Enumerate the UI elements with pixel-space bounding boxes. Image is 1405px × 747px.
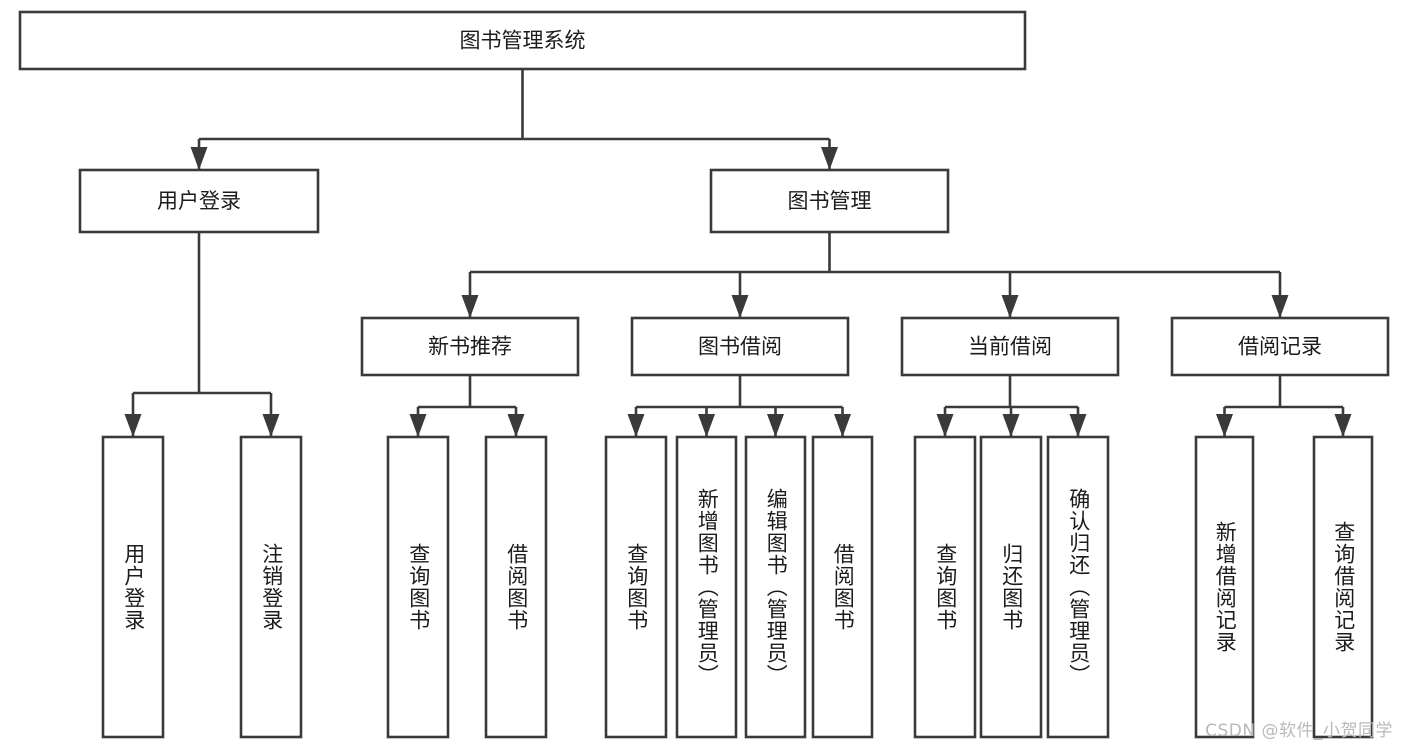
node-box-root[interactable] <box>18 10 1027 71</box>
arrow-head-icon <box>1216 414 1233 437</box>
arrow-head-icon <box>1069 414 1087 437</box>
node-box-layer <box>18 10 1390 739</box>
arrow-head-icon <box>124 414 142 437</box>
arrow-head-icon <box>698 414 715 437</box>
node-label-book-borrow: 图书借阅 <box>698 335 782 359</box>
node-box-leaf-query-borrow-record[interactable] <box>1312 435 1374 739</box>
node-box-leaf-borrow-book-rec[interactable] <box>484 435 548 739</box>
arrow-head-icon <box>834 414 851 437</box>
arrow-head-icon <box>821 147 838 170</box>
node-box-borrow-record[interactable] <box>1170 316 1390 377</box>
node-box-leaf-query-book-rec[interactable] <box>386 435 450 739</box>
arrow-head-icon <box>409 414 427 437</box>
arrow-head-icon <box>767 414 784 437</box>
node-box-leaf-query-book[interactable] <box>604 435 668 739</box>
watermark-text: CSDN @软件_小贺同学 <box>1205 721 1393 741</box>
arrow-head-icon <box>731 295 749 318</box>
node-label-current-borrow: 当前借阅 <box>968 335 1052 359</box>
node-box-user-login[interactable] <box>78 168 320 234</box>
node-label-borrow-record: 借阅记录 <box>1238 335 1322 359</box>
arrow-head-icon <box>190 147 208 170</box>
node-box-leaf-query-book-cur[interactable] <box>913 435 977 739</box>
node-box-leaf-user-logout[interactable] <box>239 435 303 739</box>
arrow-head-icon <box>1334 414 1352 437</box>
arrow-head-icon <box>1001 295 1019 318</box>
arrow-head-icon <box>627 414 645 437</box>
node-box-leaf-add-book-admin[interactable] <box>675 435 738 739</box>
node-box-current-borrow[interactable] <box>900 316 1120 377</box>
node-label-new-book-recommend: 新书推荐 <box>428 335 512 359</box>
node-box-leaf-add-borrow-record[interactable] <box>1194 435 1255 739</box>
arrow-head-icon <box>461 295 479 318</box>
node-box-new-book-recommend[interactable] <box>360 316 580 377</box>
node-box-book-manage[interactable] <box>709 168 950 234</box>
node-box-book-borrow[interactable] <box>630 316 850 377</box>
arrow-head-icon <box>936 414 954 437</box>
node-box-leaf-borrow-book[interactable] <box>811 435 874 739</box>
node-label-root: 图书管理系统 <box>460 29 586 53</box>
arrow-head-icon <box>1002 414 1020 437</box>
node-box-leaf-edit-book-admin[interactable] <box>744 435 807 739</box>
arrow-head-icon <box>1271 295 1289 318</box>
node-label-user-login: 用户登录 <box>157 189 241 213</box>
node-box-leaf-confirm-return-admin[interactable] <box>1046 435 1110 739</box>
arrow-head-icon <box>262 414 280 437</box>
node-label-book-manage: 图书管理 <box>788 189 872 213</box>
node-box-leaf-user-login[interactable] <box>101 435 165 739</box>
node-box-leaf-return-book[interactable] <box>979 435 1043 739</box>
connector-layer <box>124 69 1352 437</box>
arrow-head-icon <box>507 414 525 437</box>
